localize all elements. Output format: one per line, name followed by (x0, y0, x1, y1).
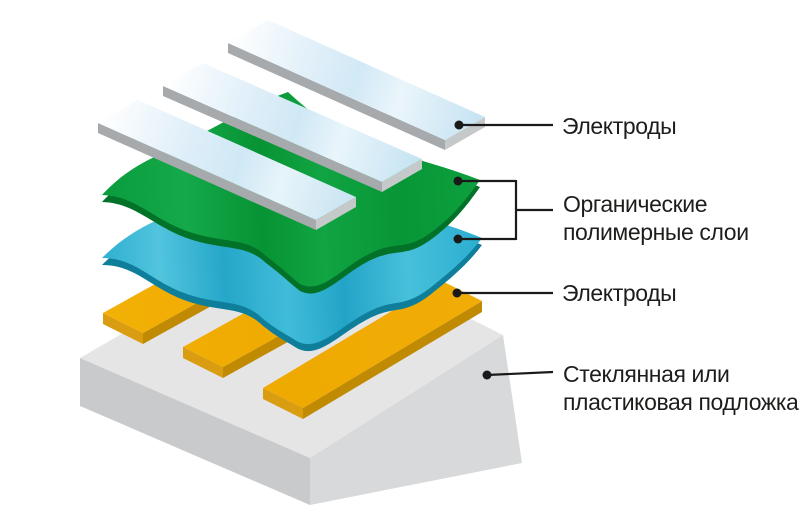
glass-bar-end-face (382, 159, 422, 192)
leader-dot (453, 176, 463, 186)
label-top-electrodes: Электроды (562, 113, 677, 139)
gold-bar-side-face (303, 301, 482, 419)
leader-line-substrate (486, 370, 554, 377)
label-bottom-electrodes: Электроды (562, 280, 677, 306)
leader-dot (482, 370, 492, 380)
label-line: Органические (563, 191, 708, 217)
label-organic-polymer-layers: Органические полимерные слои (563, 190, 749, 246)
glass-bar-top-face (228, 20, 485, 140)
glass-electrode-bar (98, 100, 356, 230)
leader-dot (452, 288, 462, 298)
substrate-left-face (80, 358, 310, 505)
gold-bar-end-face (103, 313, 143, 344)
label-line: пластиковая подложка (563, 389, 799, 415)
substrate-right-face (310, 335, 522, 505)
label-line: полимерные слои (563, 219, 749, 245)
leader-bracket-organic-layers (458, 179, 553, 241)
glass-electrode-bar (163, 63, 422, 192)
top-electrode-bars (98, 20, 485, 230)
glass-bar-side-face (163, 86, 382, 192)
leader-dot (453, 234, 463, 244)
label-substrate: Стеклянная или пластиковая подложка (563, 360, 799, 416)
glass-bar-side-face (228, 43, 445, 150)
gold-bar-end-face (263, 388, 303, 419)
gold-bar-end-face (183, 347, 223, 378)
label-line: Стеклянная или (563, 361, 730, 387)
leader-dot (454, 120, 464, 130)
glass-bar-top-face (163, 63, 422, 182)
glass-bar-end-face (316, 197, 356, 230)
gold-bar-top-face (263, 281, 482, 408)
glass-bar-top-face (98, 100, 356, 220)
leader-dots (452, 120, 492, 380)
gold-electrode-bar (263, 281, 482, 419)
glass-bar-side-face (98, 123, 316, 230)
leader-lines (457, 123, 554, 377)
